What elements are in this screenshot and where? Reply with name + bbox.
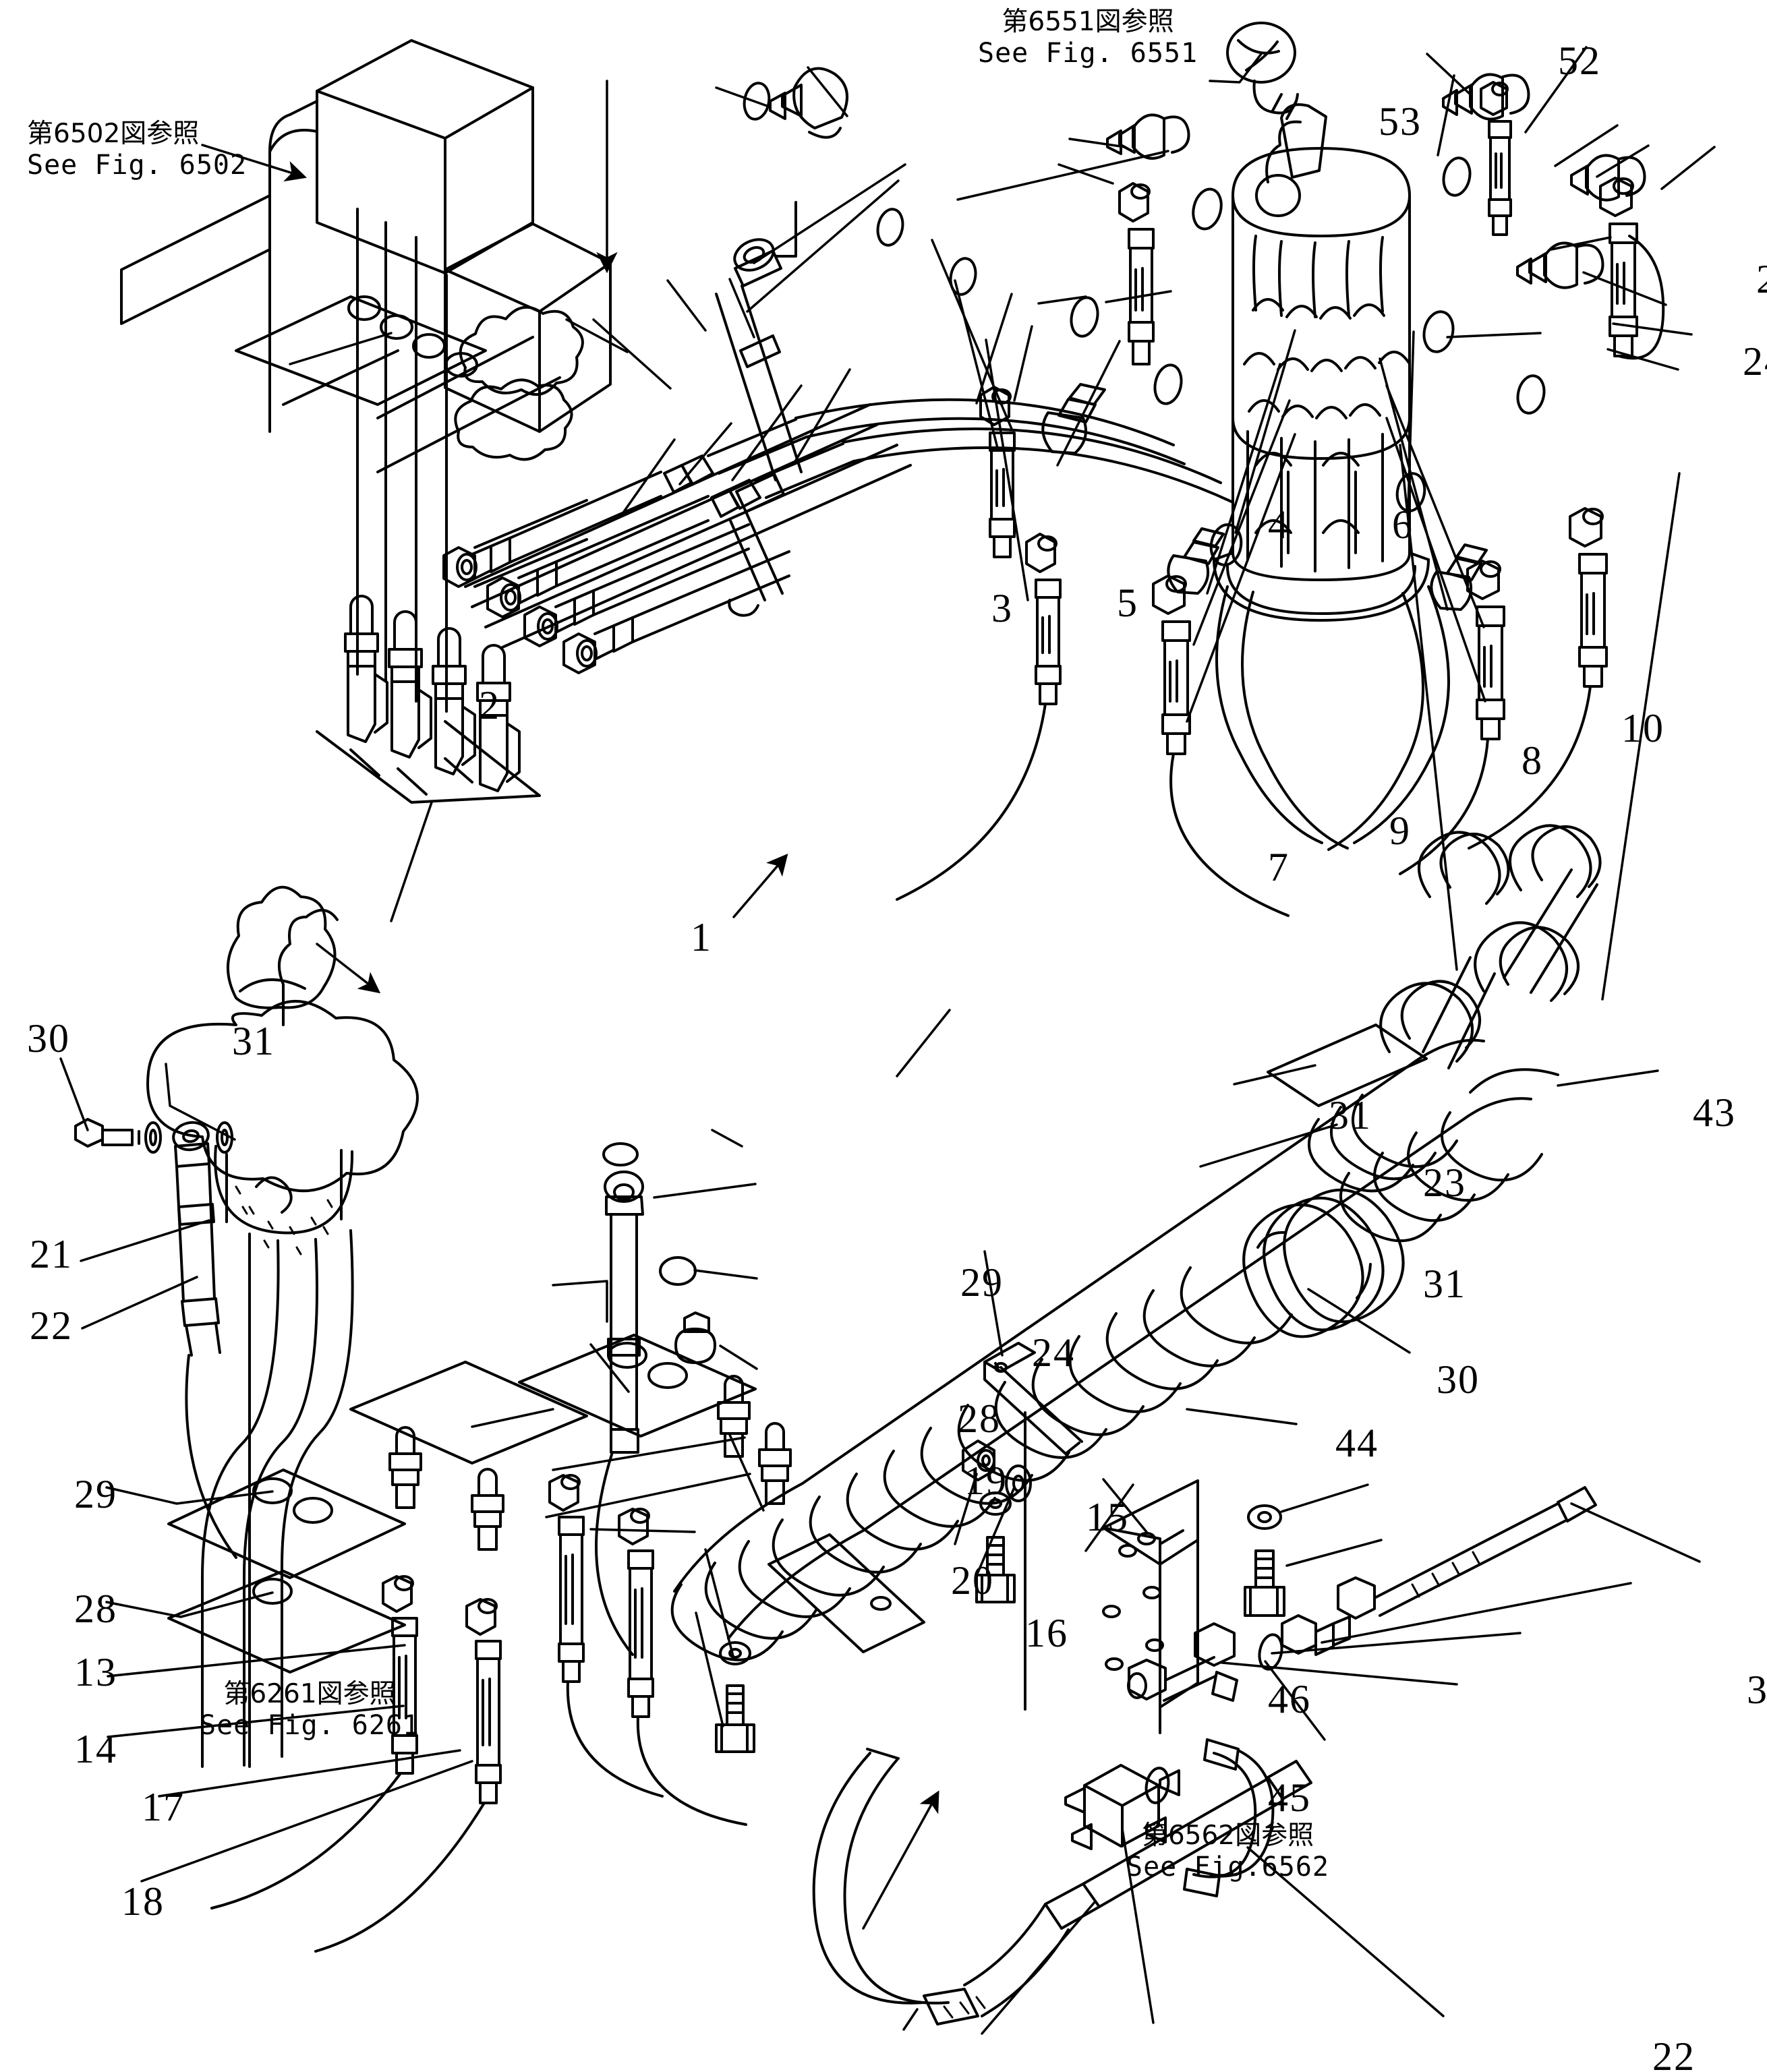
part-callout-35: 35 <box>1747 1667 1767 1712</box>
figure-reference-jp: 第6551図参照 <box>1002 7 1174 37</box>
part-callout-17: 17 <box>142 1785 185 1829</box>
part-callout-14: 14 <box>74 1727 117 1771</box>
part-callout-29: 29 <box>74 1472 117 1516</box>
part-callout-30: 30 <box>27 1016 70 1061</box>
part-callout-28: 28 <box>958 1396 1001 1441</box>
part-callout-4: 4 <box>1268 502 1290 547</box>
part-callout-3: 3 <box>991 586 1013 630</box>
figure-reference-jp: 第6562図参照 <box>1141 1821 1314 1851</box>
part-callout-6: 6 <box>1392 502 1414 547</box>
part-callout-22: 22 <box>30 1303 73 1348</box>
part-callout-31: 31 <box>1423 1262 1466 1306</box>
part-callout-52: 52 <box>1558 38 1601 83</box>
part-callout-44: 44 <box>1335 1421 1379 1465</box>
part-callout-20: 20 <box>951 1558 994 1603</box>
part-callout-16: 16 <box>1025 1611 1068 1655</box>
part-callout-19: 19 <box>964 1458 1008 1503</box>
part-callout-8: 8 <box>1522 738 1543 783</box>
part-callout-15: 15 <box>1086 1495 1129 1539</box>
part-callout-18: 18 <box>121 1879 165 1924</box>
part-callout-31: 31 <box>232 1019 275 1063</box>
part-callout-24: 24 <box>1032 1330 1075 1375</box>
part-callout-5: 5 <box>1117 581 1138 625</box>
part-callout-7: 7 <box>1268 845 1290 889</box>
part-callout-23: 23 <box>1756 259 1767 299</box>
figure-reference-en: See Fig. 6502 <box>27 150 248 181</box>
part-callout-31: 31 <box>1329 1093 1372 1137</box>
figure-reference-jp: 第6261図参照 <box>223 1679 396 1709</box>
part-callout-46: 46 <box>1268 1677 1311 1721</box>
figure-reference-en: See Fig.6562 <box>1126 1852 1329 1883</box>
part-callout-28: 28 <box>74 1587 117 1631</box>
part-callout-23: 23 <box>1423 1160 1466 1205</box>
part-callout-30: 30 <box>1437 1357 1480 1402</box>
figure-reference-en: See Fig. 6261 <box>200 1710 420 1742</box>
part-callout-10: 10 <box>1621 706 1664 750</box>
figure-reference-jp: 第6502図参照 <box>27 119 200 149</box>
part-callout-24: 24 <box>1743 339 1767 384</box>
part-callout-1: 1 <box>691 915 712 959</box>
part-callout-22: 22 <box>1652 2034 1696 2072</box>
part-callout-2: 2 <box>479 683 500 728</box>
part-callout-45: 45 <box>1268 1775 1311 1820</box>
part-callout-9: 9 <box>1389 808 1411 853</box>
part-callout-13: 13 <box>74 1650 117 1694</box>
part-callout-21: 21 <box>30 1232 73 1276</box>
part-callout-53: 53 <box>1379 99 1422 144</box>
part-callout-29: 29 <box>960 1260 1004 1305</box>
part-callout-43: 43 <box>1693 1090 1736 1135</box>
figure-reference-en: See Fig. 6551 <box>978 38 1198 69</box>
